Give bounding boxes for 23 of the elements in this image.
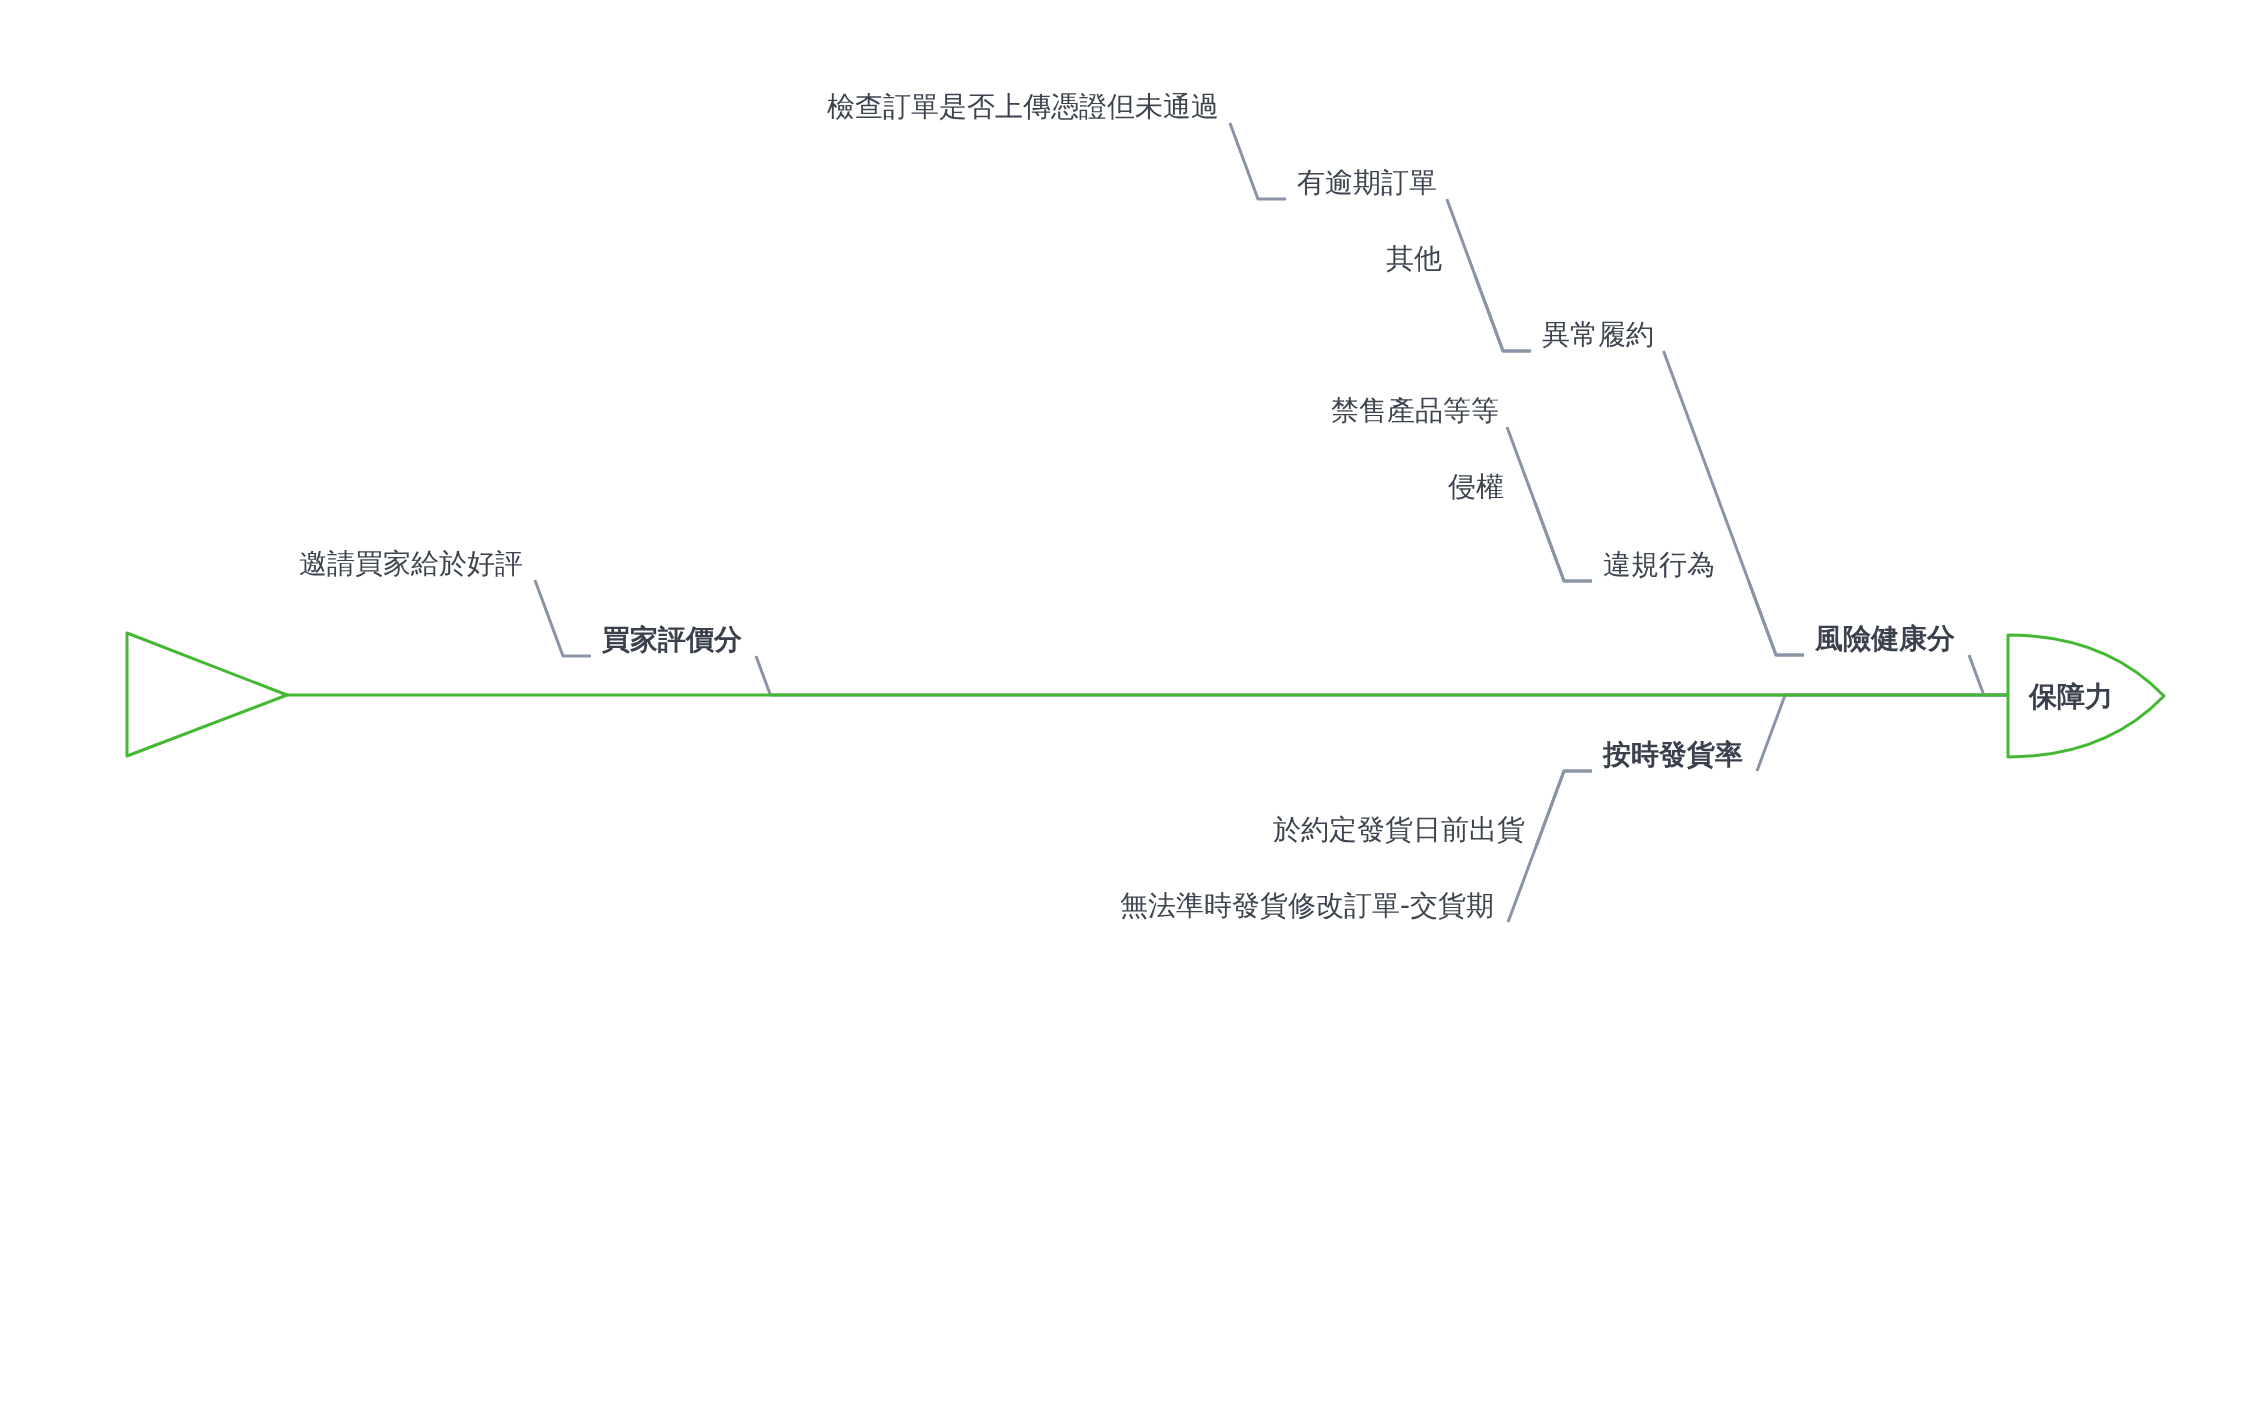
- cause-label: 侵權: [1448, 470, 1504, 502]
- spine-line: [287, 693, 2008, 697]
- bone-line: [1506, 769, 1592, 923]
- category-label: 按時發貨率: [1603, 738, 1743, 770]
- cause-label: 邀請買家給於好評: [299, 547, 523, 579]
- bone-line: [1533, 502, 1592, 583]
- bone-line: [533, 579, 591, 658]
- bone-line: [1473, 274, 1531, 353]
- bone-line: [1228, 122, 1286, 201]
- cause-label: 檢查訂單是否上傳憑證但未通過: [827, 90, 1219, 122]
- category-label: 買家評價分: [602, 623, 742, 655]
- cause-label: 無法準時發貨修改訂單-交貨期: [1120, 889, 1494, 921]
- fish-head: [2006, 633, 2166, 759]
- cause-label: 禁售產品等等: [1331, 394, 1499, 426]
- effect-label: 保障力: [2029, 680, 2113, 712]
- cause-label: 有逾期訂單: [1297, 166, 1437, 198]
- category-label: 風險健康分: [1815, 622, 1955, 654]
- fish-tail: [125, 631, 290, 759]
- cause-label: 異常履約: [1542, 318, 1654, 350]
- cause-label: 於約定發貨日前出貨: [1273, 813, 1525, 845]
- bone-line: [1747, 580, 1804, 657]
- cause-label: 其他: [1386, 242, 1442, 274]
- cause-label: 違規行為: [1603, 548, 1715, 580]
